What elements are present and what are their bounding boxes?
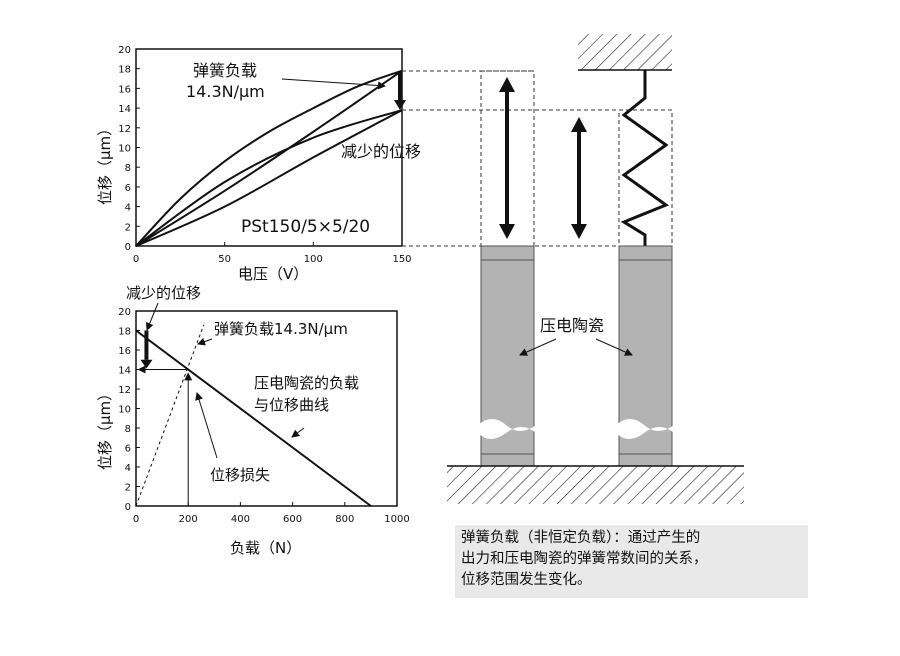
y-tick-label: 6 xyxy=(125,183,131,194)
pointer-arrow xyxy=(595,338,633,356)
y-tick-label: 4 xyxy=(125,203,131,214)
y-tick-label: 14 xyxy=(118,104,131,115)
spring-load-annotation: 弹簧负载 xyxy=(193,61,257,80)
y-tick-label: 12 xyxy=(118,385,131,396)
y-tick-label: 8 xyxy=(125,163,131,174)
free-stroke-arrow xyxy=(499,77,515,239)
reduced-displacement-annotation: 减少的位移 xyxy=(126,284,201,302)
note-line: 位移范围发生变化。 xyxy=(461,572,592,588)
y-axis-label: 位移（μm） xyxy=(96,386,114,470)
curve-annotation-line1: 压电陶瓷的负载 xyxy=(254,374,359,392)
pointer-arrow xyxy=(281,78,386,90)
y-tick-label: 2 xyxy=(125,222,131,233)
x-tick-label: 0 xyxy=(133,254,139,265)
spring-icon xyxy=(620,70,670,246)
y-tick-label: 10 xyxy=(118,405,131,416)
series-line-free-descending xyxy=(135,69,403,247)
y-tick-label: 10 xyxy=(118,144,131,155)
ceramic-label: 压电陶瓷 xyxy=(540,316,604,335)
model-label: PSt150/5×5/20 xyxy=(241,217,370,237)
reduction-arrowhead xyxy=(140,359,153,369)
ceramic-pillar-loaded xyxy=(616,245,674,467)
x-tick-label: 50 xyxy=(218,254,231,265)
curve-annotation-line2: 与位移曲线 xyxy=(254,396,329,414)
y-tick-label: 8 xyxy=(125,424,131,435)
x-axis-label: 电压（V） xyxy=(238,265,308,283)
voltage-displacement-chart: 电压（V） 位移（μm） PSt150/5×5/20 弹簧负载 14.3N/μm… xyxy=(96,45,421,283)
note-line: 出力和压电陶瓷的弹簧常数间的关系， xyxy=(461,551,708,567)
y-tick-label: 6 xyxy=(125,444,131,455)
spring-constant-annotation: 14.3N/μm xyxy=(186,82,265,101)
explanation-note: 弹簧负载（非恒定负载）：通过产生的 出力和压电陶瓷的弹簧常数间的关系， 位移范围… xyxy=(455,525,808,598)
x-tick-label: 150 xyxy=(392,254,411,265)
x-tick-label: 1000 xyxy=(384,514,409,525)
y-tick-label: 20 xyxy=(118,307,131,318)
x-tick-label: 100 xyxy=(304,254,323,265)
series-line-loaded-ascending xyxy=(135,109,403,247)
x-tick-label: 0 xyxy=(133,514,139,525)
y-tick-label: 14 xyxy=(118,366,131,377)
x-tick-label: 600 xyxy=(283,514,302,525)
base xyxy=(447,466,744,504)
y-tick-label: 2 xyxy=(125,483,131,494)
x-axis-label: 负载（N） xyxy=(230,539,301,557)
x-tick-label: 800 xyxy=(335,514,354,525)
pointer-arrow xyxy=(197,337,213,346)
y-tick-label: 16 xyxy=(118,346,131,357)
y-tick-label: 16 xyxy=(118,84,131,95)
pointer-arrow xyxy=(145,302,159,331)
load-displacement-chart: 负载（N） 位移（μm） 减少的位移 弹簧负载14.3N/μm 压电陶瓷的负载 … xyxy=(96,284,410,557)
y-tick-label: 0 xyxy=(125,242,131,253)
spring-load-annotation: 弹簧负载14.3N/μm xyxy=(214,320,348,338)
series-line-压电陶瓷的负载与位移曲线 xyxy=(135,329,372,507)
ceramic-pillar-free xyxy=(478,245,536,467)
y-tick-label: 18 xyxy=(118,65,131,76)
displacement-loss-annotation: 位移损失 xyxy=(210,466,270,484)
pointer-arrow xyxy=(195,392,218,459)
y-tick-label: 20 xyxy=(118,45,131,56)
loaded-stroke-arrow xyxy=(571,117,587,239)
series-line-弹簧负载14.3N/μm xyxy=(135,324,205,507)
reduced-displacement-annotation: 减少的位移 xyxy=(341,142,421,161)
y-tick-label: 12 xyxy=(118,124,131,135)
pointer-arrow xyxy=(519,338,557,356)
series-line-loaded-descending xyxy=(135,109,403,247)
series-line-free-ascending xyxy=(135,69,403,247)
pointer-arrow xyxy=(291,427,305,438)
x-tick-label: 200 xyxy=(179,514,198,525)
y-axis-label: 位移（μm） xyxy=(96,121,114,205)
y-tick-label: 0 xyxy=(125,502,131,513)
x-tick-label: 400 xyxy=(231,514,250,525)
note-line: 弹簧负载（非恒定负载）：通过产生的 xyxy=(461,530,701,546)
reduction-arrowhead xyxy=(394,100,406,110)
fixed-support xyxy=(578,34,672,70)
y-tick-label: 18 xyxy=(118,327,131,338)
y-tick-label: 4 xyxy=(125,463,131,474)
